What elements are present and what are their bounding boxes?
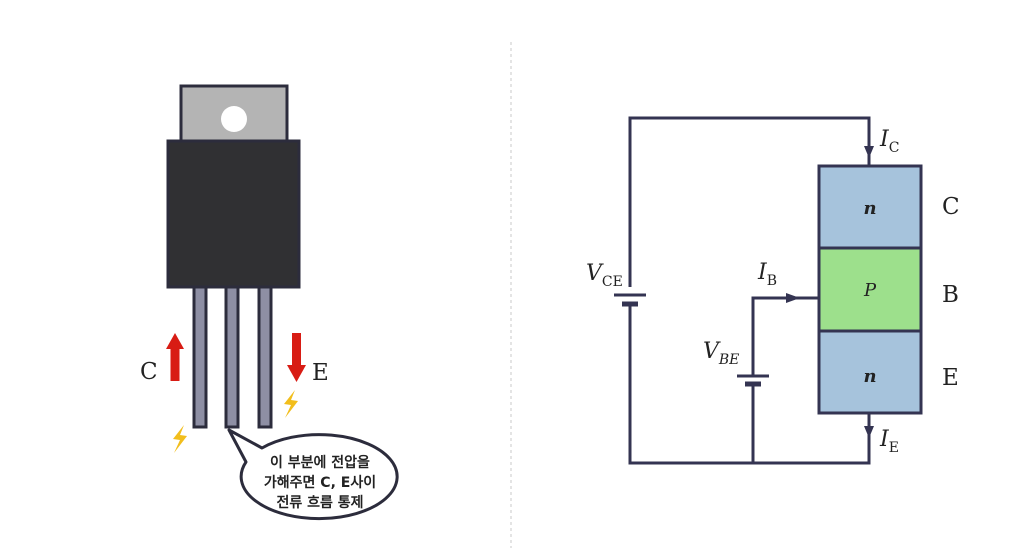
npn-layers: n P n bbox=[817, 164, 923, 415]
emitter-pin-label: E bbox=[312, 360, 329, 386]
callout-line-2: 가해주면 C, E사이 bbox=[264, 474, 376, 491]
callout-bubble: 이 부분에 전압을 가해주면 C, E사이 전류 흐름 통제 bbox=[227, 428, 399, 521]
ib-arrow bbox=[786, 293, 800, 303]
vce-battery bbox=[614, 293, 646, 307]
emitter-down-arrow bbox=[287, 333, 306, 382]
ib-label: IB bbox=[757, 260, 777, 289]
terminal-e-label: E bbox=[942, 365, 959, 391]
vbe-battery bbox=[737, 374, 769, 387]
collector-pin bbox=[192, 285, 208, 429]
ie-arrow bbox=[864, 426, 874, 438]
lightning-icon bbox=[284, 390, 298, 418]
collector-pin-label: C bbox=[140, 359, 158, 385]
ie-label: IE bbox=[879, 427, 899, 456]
callout-line-3: 전류 흐름 통제 bbox=[276, 494, 363, 511]
ic-arrow bbox=[864, 146, 874, 158]
emitter-layer-label: n bbox=[863, 366, 876, 387]
vce-label: VCE bbox=[586, 261, 623, 290]
ic-label: IC bbox=[879, 127, 899, 156]
collector-layer-label: n bbox=[863, 198, 876, 219]
base-pin bbox=[224, 285, 240, 429]
callout-line-1: 이 부분에 전압을 bbox=[270, 454, 370, 471]
transistor-body bbox=[166, 139, 301, 289]
base-layer-label: P bbox=[863, 280, 877, 301]
transistor-package bbox=[166, 84, 301, 429]
emitter-n-layer bbox=[817, 329, 923, 415]
vbe-label: VBE bbox=[703, 339, 739, 368]
mounting-hole bbox=[221, 106, 247, 132]
collector-up-arrow bbox=[166, 333, 184, 381]
terminal-c-label: C bbox=[942, 194, 960, 220]
lightning-icon bbox=[173, 425, 187, 453]
emitter-pin bbox=[257, 285, 273, 429]
terminal-b-label: B bbox=[942, 282, 959, 308]
